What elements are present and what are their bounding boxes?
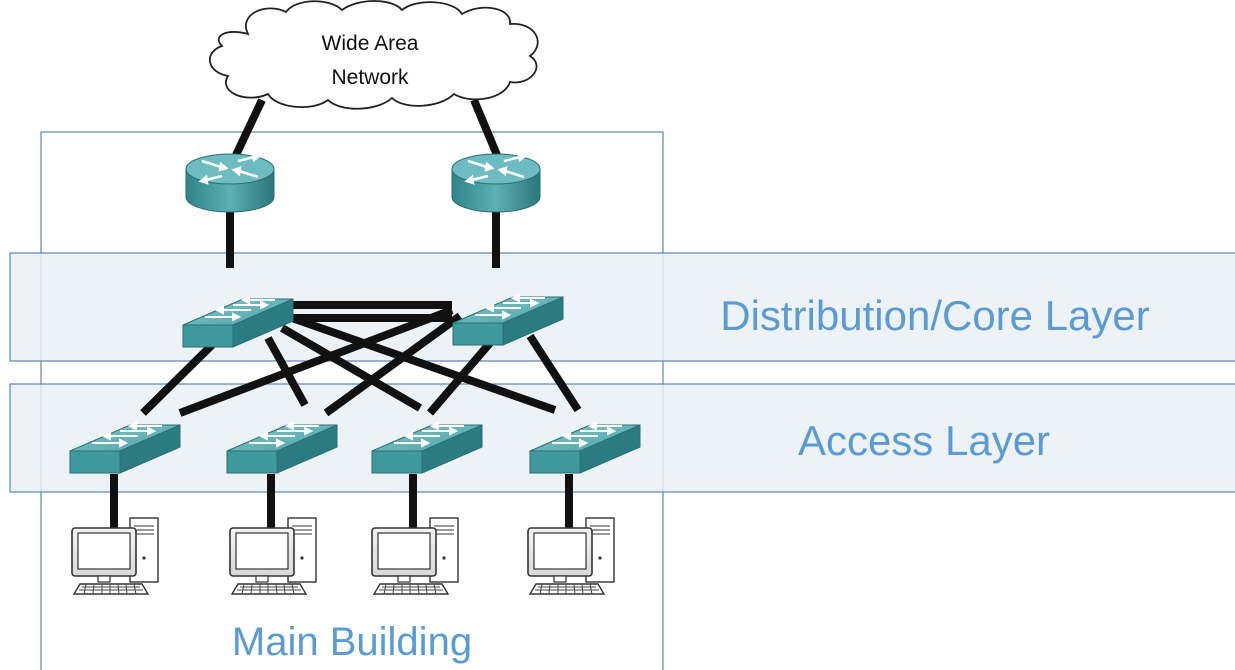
router-icon xyxy=(450,152,542,214)
wan-cloud: Wide Area Network xyxy=(209,0,539,110)
router-icon xyxy=(184,152,276,214)
cloud-icon xyxy=(209,0,539,110)
main-building-label: Main Building xyxy=(232,620,472,664)
wan-label-line1: Wide Area xyxy=(322,32,419,55)
access-layer-label: Access Layer xyxy=(798,417,1050,464)
links xyxy=(110,98,582,538)
wan-label-line2: Network xyxy=(331,66,409,89)
distribution-core-layer-label: Distribution/Core Layer xyxy=(720,292,1150,339)
